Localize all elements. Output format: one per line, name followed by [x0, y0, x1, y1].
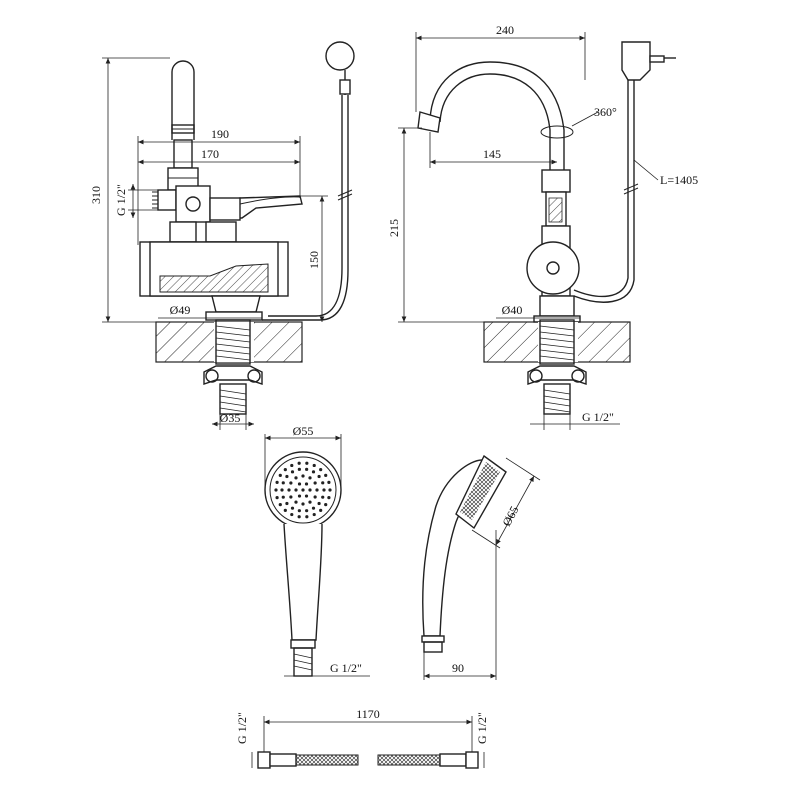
- dim-shower-thread: G 1/2": [330, 661, 362, 675]
- dim-inlet-thread: G 1/2": [114, 184, 128, 216]
- dim-reach-145: 145: [483, 147, 501, 161]
- dim-width-190: 190: [211, 127, 229, 141]
- dim-diameter-49: Ø49: [170, 303, 191, 317]
- faucet-side-view: 240 360° 145 L=1405 215 Ø40 G 1/2": [387, 23, 698, 430]
- spray-nozzles: [274, 461, 332, 519]
- dim-hose-length: 1170: [356, 707, 380, 721]
- dim-height-310: 310: [89, 186, 103, 204]
- dim-hose-thread-left: G 1/2": [235, 712, 249, 744]
- dim-height-150: 150: [307, 251, 321, 269]
- shower-hose: 1170 G 1/2" G 1/2": [235, 707, 489, 769]
- shower-head-front-view: Ø55 G 1/2": [264, 424, 370, 677]
- dim-diameter-35: Ø35: [220, 411, 241, 425]
- dim-length-90: 90: [452, 661, 464, 675]
- dim-width-170: 170: [201, 147, 219, 161]
- dim-diameter-65: Ø65: [499, 504, 521, 529]
- shower-head-side-view: Ø65 90: [421, 454, 541, 680]
- dim-height-215: 215: [387, 219, 401, 237]
- dim-diameter-40: Ø40: [502, 303, 523, 317]
- dim-swivel-360: 360°: [594, 105, 617, 119]
- dim-bottom-thread: G 1/2": [582, 410, 614, 424]
- dim-cable-length: L=1405: [660, 173, 698, 187]
- dim-hose-thread-right: G 1/2": [475, 712, 489, 744]
- dim-diameter-55: Ø55: [293, 424, 314, 438]
- faucet-front-view: 310 190 170 G 1/2" 150 Ø49 Ø35: [89, 41, 355, 430]
- dim-width-240: 240: [496, 23, 514, 37]
